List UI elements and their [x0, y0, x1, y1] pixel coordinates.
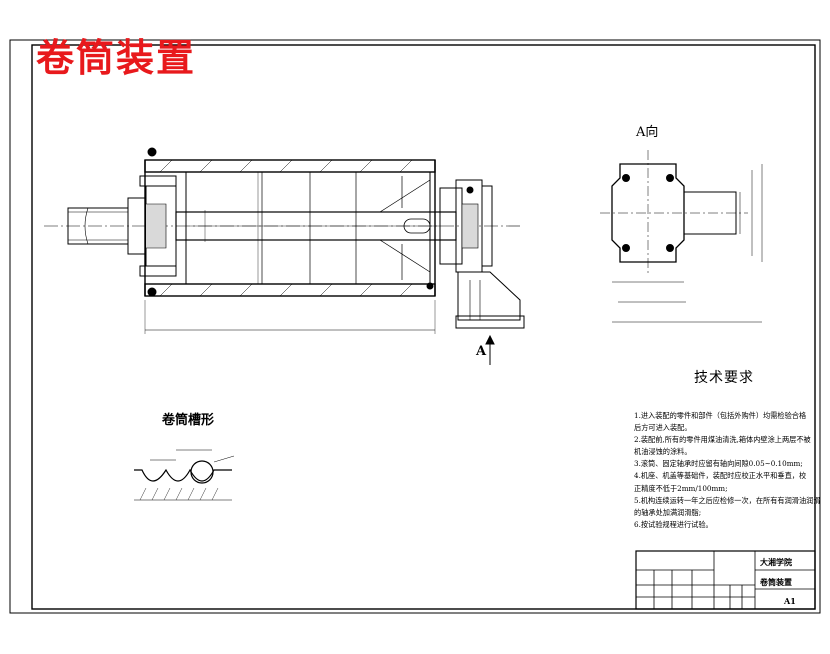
section-arrow-label: A	[476, 344, 487, 359]
tech-note: 3.滚筒、固定轴承时应留有轴向间隙0.05~0.10mm;	[634, 459, 803, 469]
technical-requirements-title: 技术要求	[694, 370, 754, 386]
groove-profile-drawing	[134, 449, 235, 501]
title-block-drawing-name: 卷筒装置	[760, 577, 792, 587]
title-block-sheet-size: A1	[784, 596, 796, 606]
groove-profile-title: 卷筒槽形	[162, 413, 215, 428]
outer-border	[9, 39, 821, 614]
tech-note: 4.机座、机盖等基础件，装配时应校正水平和垂直，校	[634, 471, 807, 481]
view-a-drawing	[600, 150, 763, 323]
tech-note: 5.机构连续运转一年之后应检修一次，在所有有润滑油润滑	[634, 495, 821, 505]
tech-note: 2.装配前,所有的零件用煤油清洗,箱体内壁涂上两层不被	[634, 435, 811, 445]
tech-note: 后方可进入装配。	[634, 423, 692, 433]
tech-note: 机油浸蚀的涂料。	[634, 447, 692, 457]
technical-requirements-list: 1.进入装配的零件和部件（包括外购件）均需检验合格 后方可进入装配。 2.装配前…	[634, 410, 824, 531]
inner-border	[31, 44, 816, 610]
title-block	[635, 550, 816, 610]
drawing-title: 卷筒装置	[36, 35, 197, 80]
title-block-school: 大湘学院	[760, 557, 792, 567]
tech-note: 的轴承处加满润滑脂;	[634, 507, 702, 517]
drum-assembly-view	[44, 147, 525, 365]
view-a-label: A向	[636, 125, 659, 140]
tech-note: 6.按试验规程进行试验。	[634, 519, 713, 529]
tech-note: 1.进入装配的零件和部件（包括外购件）均需检验合格	[634, 411, 807, 420]
tech-note: 正精度不低于2mm/100mm;	[634, 483, 728, 493]
